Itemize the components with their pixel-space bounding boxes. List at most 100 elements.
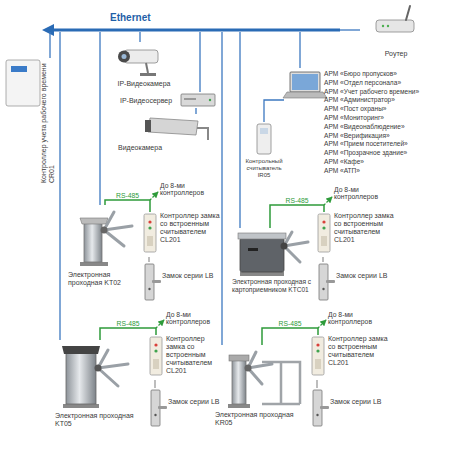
router-led xyxy=(382,25,384,27)
device-caption: Контроллер замка со встроенным считывате… xyxy=(334,212,398,244)
turnstile-arm xyxy=(104,226,132,230)
device-caption: Видеокамера xyxy=(118,144,198,152)
device-caption: Контроллер учета рабочего времени CR01 xyxy=(40,58,56,183)
device-caption: АРМ «Прозрачное здание» xyxy=(324,149,448,158)
bus-continuation xyxy=(324,197,332,205)
lock-controller: Контроллер замка со встроенным считывате… xyxy=(142,212,220,257)
connector xyxy=(239,32,240,228)
turnstile-base xyxy=(63,404,99,408)
text-group: Контроллер замка со встроенным считывате… xyxy=(328,335,392,367)
turnstile-cap xyxy=(80,218,108,224)
turnstile-hub xyxy=(101,227,108,234)
lock-icon xyxy=(151,390,167,426)
device-caption: АРМ «Мониторинг» xyxy=(324,114,448,123)
router-led xyxy=(387,25,389,27)
device-caption: Замок серии LB xyxy=(330,398,382,406)
bus-note: До 8-ми контроллеров xyxy=(160,182,216,197)
lock-controller: Контроллер замка со встроенным считывате… xyxy=(310,335,394,380)
turnstile-cap xyxy=(238,233,286,239)
signal-name: RS-485 xyxy=(116,320,139,327)
device-caption: Роутер xyxy=(360,50,432,58)
railing xyxy=(262,362,300,404)
connector xyxy=(262,328,318,345)
camera-front xyxy=(145,120,151,132)
turnstile-body xyxy=(232,360,246,404)
videoserver-slot xyxy=(184,98,196,100)
ipcam-base xyxy=(140,73,156,76)
ipcam-glass xyxy=(122,54,127,59)
video-server: IP-Видеосервер xyxy=(120,92,216,108)
bus-note: До 8-ми контроллеров xyxy=(334,186,394,201)
turnstile: Электронная проходная KR05 xyxy=(215,345,305,445)
bus-continuation xyxy=(156,320,164,328)
turnstile-body xyxy=(66,352,96,404)
connector xyxy=(316,380,317,388)
connector xyxy=(105,200,150,212)
signal-name: RS-485 xyxy=(278,320,301,327)
device-caption: Электронная проходная KT05 xyxy=(55,412,140,428)
connector xyxy=(340,29,360,30)
laptop-screen xyxy=(290,72,320,92)
device-caption: Электронная проходная KR05 xyxy=(215,411,305,427)
turnstile-hub xyxy=(281,243,288,250)
device-caption: Электронная проходная с картоприемником … xyxy=(232,278,312,293)
connector xyxy=(148,257,149,262)
turnstile-base xyxy=(228,404,250,408)
time-controller: Контроллер учета рабочего времени CR01 xyxy=(2,58,58,183)
device-caption: АРМ «Видеонаблюдение» xyxy=(324,123,448,132)
connector xyxy=(99,32,100,205)
bus-note: До 8-ми контроллеров xyxy=(328,311,388,326)
card-slot xyxy=(248,248,258,251)
device-caption: АРМ «Отдел персонала» xyxy=(324,79,448,88)
camera-housing xyxy=(148,118,198,135)
turnstile-base xyxy=(80,262,108,266)
text-group: Контроллер замка со встроенным считывате… xyxy=(160,212,220,244)
turnstile-base xyxy=(240,272,284,276)
connector xyxy=(100,328,156,340)
router-antenna xyxy=(406,6,410,20)
device-caption: Замок серии LB xyxy=(162,272,214,280)
connector xyxy=(139,32,140,42)
device-caption: АРМ «Пост охраны» xyxy=(324,105,448,114)
turnstile-body xyxy=(84,222,102,262)
bus-continuation xyxy=(318,320,326,328)
connector xyxy=(221,32,222,345)
device-caption: АРМ «Верификация» xyxy=(324,132,448,141)
text-group: IP-Видеосервер xyxy=(120,97,180,105)
turnstile-cap xyxy=(229,355,249,361)
turnstile: Электронная проходная KT02 xyxy=(68,205,140,300)
cr01-body xyxy=(6,60,40,106)
device-caption: Контроллер замка со встроенным считывате… xyxy=(328,335,392,367)
turnstile-arms xyxy=(98,350,128,386)
bus-note: До 8-ми контроллеров xyxy=(166,311,220,326)
device-caption: IP-Видеокамера xyxy=(108,80,180,88)
lock-icon xyxy=(145,264,161,300)
text-group: Электронная проходная с картоприемником … xyxy=(232,278,312,293)
camera-bracket xyxy=(197,128,208,140)
controller-icon xyxy=(312,337,324,375)
device-caption: АРМ «Кафе» xyxy=(324,158,448,167)
videoserver-led xyxy=(209,99,211,101)
router: Роутер xyxy=(360,4,432,62)
controller-icon xyxy=(150,337,162,375)
reader-body xyxy=(257,124,271,154)
turnstile-arm xyxy=(98,364,128,368)
network-bus: Ethernet xyxy=(48,12,340,32)
lock-controller: Контроллер замка со встроенным считывате… xyxy=(148,335,222,380)
text-group: Контроллер замка со встроенным считывате… xyxy=(334,212,398,244)
control-reader: Контрольный считыватель IR05 xyxy=(244,122,284,200)
videoserver-body xyxy=(181,94,215,106)
text-group: Роутер xyxy=(360,50,432,58)
text-group: Замок серии LB xyxy=(168,398,220,406)
device-caption: Замок серии LB xyxy=(168,398,220,406)
lock-controller: Контроллер замка со встроенным считывате… xyxy=(316,212,400,257)
door-lock: Замок серии LB xyxy=(310,388,382,430)
device-caption: Электронная проходная KT02 xyxy=(68,271,140,287)
device-caption: АРМ «Прием посетителей» xyxy=(324,140,448,149)
turnstile-arms xyxy=(104,212,132,246)
text-group: Контроллер замка со встроенным считывате… xyxy=(166,335,222,375)
door-lock: Замок серии LB xyxy=(316,262,388,302)
text-group: Замок серии LB xyxy=(336,272,388,280)
text-group: Ethernet xyxy=(110,12,180,24)
